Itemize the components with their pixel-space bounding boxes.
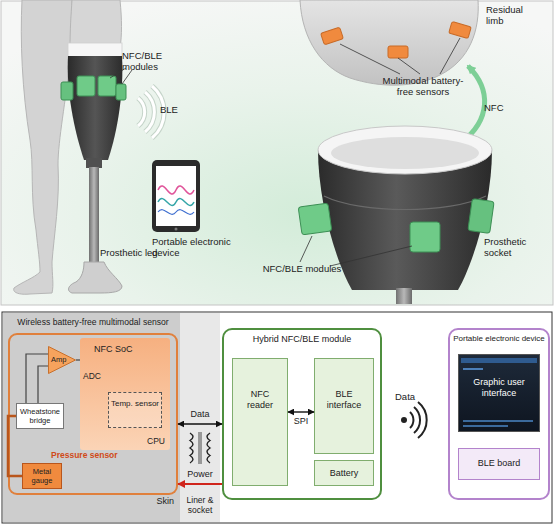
signal-trace [158,199,194,206]
process-box: BLE board [458,448,540,480]
gui-bar [461,358,537,363]
block-label: CPU [147,436,165,446]
nfc-ble-module [61,82,73,100]
sensor-outline: Wireless battery-free multimodal sensorA… [8,333,178,495]
tablet-screen [156,166,196,226]
panel-frame [2,312,552,523]
amplifier-triangle [49,347,76,374]
prosthetic-socket [318,150,492,290]
callout-label: Portable electronic device [152,236,247,258]
layer-label: Skin [156,496,174,506]
block-title: NFC SoC [94,344,133,354]
amplifier-symbol: Amp [48,346,76,374]
process-box: Battery [314,460,374,486]
coil-core [199,432,201,464]
component-label: Amp [51,355,66,364]
block-label: Metal gauge [23,467,61,485]
nfc-ble-module [410,222,440,252]
block-label: NFC reader [244,389,276,411]
process-box: BLE interface [314,358,374,454]
tablet [152,160,200,232]
leg [14,0,72,294]
power-arrow [178,483,222,485]
screen-box: Graphic user interface [458,354,540,432]
callout-label: NFC/BLE modules [262,263,342,274]
callout-label: Residual limb [486,4,532,26]
block-label: Battery [315,468,373,478]
pylon [89,167,99,263]
wire [76,359,80,360]
nfc-ble-module [98,76,116,96]
socket-adapter [86,158,102,168]
liner-inside [331,137,479,169]
process-box: NFC reader [232,358,288,486]
connector-label: SPI [294,416,309,427]
sensor-patch [388,46,408,58]
panel-background [1,1,553,305]
callout-label: NFC [484,102,514,113]
callout-label: Prosthetic socket [484,236,546,258]
gui-bar [463,425,508,427]
leader-line [340,38,460,74]
wireless-symbol [410,402,427,438]
prosthetic-socket [68,56,123,160]
sensor-patch [321,27,344,45]
callout-label: Data [395,391,425,402]
connector-label: Power [187,469,213,480]
data-arrow [178,423,222,425]
skin-layer: SkinWireless battery-free multimodal sen… [3,313,180,522]
block-label: Graphic user interface [471,377,527,399]
callout-label: NFC/BLE modules [122,50,184,72]
liner-band [68,43,122,57]
antenna-dot [401,417,407,423]
callout-label: Multimodal battery-free sensors [378,75,468,97]
coil [207,433,210,463]
callout-label: BLE [160,104,190,115]
socket-seam [324,196,486,210]
nfc-ble-module [468,199,494,234]
sensor-block: Temp. sensor [108,392,162,428]
group-title: Hybrid NFC/BLE module [222,334,382,344]
block-label: Temp. sensor [109,399,161,409]
nfc-arrow [462,66,485,142]
soc-block: NFC SoC ADC CPU Temp. sensor [80,338,170,450]
wire [26,354,48,403]
nfc-ble-module [116,84,126,100]
block-label: BLE interface [321,389,367,411]
bridge-block: Wheatstone bridge [16,403,64,429]
gui-bar [463,368,483,370]
device-box: Portable electronic deviceGraphic user i… [448,328,550,500]
connector-label: Data [190,409,209,420]
block-label: Wheatstone bridge [17,407,63,425]
group-title: Portable electronic device [450,334,548,344]
leader-line [300,236,412,266]
residual-limb [300,0,478,85]
signal-trace [158,210,194,215]
nfc-ble-module [77,76,95,96]
group-title: Wireless battery-free multimodal sensor [3,317,183,327]
pylon [396,288,412,304]
layer-label: Liner & socket [180,495,220,515]
liner-rim [318,126,492,174]
wire [8,416,22,476]
tablet-button [175,228,178,231]
gauge-block: Pressure sensorMetal gauge [22,463,62,489]
block-label: ADC [83,371,101,381]
bus-arrow [288,411,314,412]
signal-trace [158,186,194,194]
gui-bar [463,420,533,422]
thigh [70,0,122,48]
nfc-ble-module [298,203,332,235]
block-label: BLE board [459,458,539,468]
sensor-patch [449,21,472,38]
block-title: Pressure sensor [51,450,118,460]
prosthetic-foot [69,262,122,293]
module-box: Hybrid NFC/BLE moduleNFC reader BLE inter… [222,328,382,500]
coil [190,433,193,463]
